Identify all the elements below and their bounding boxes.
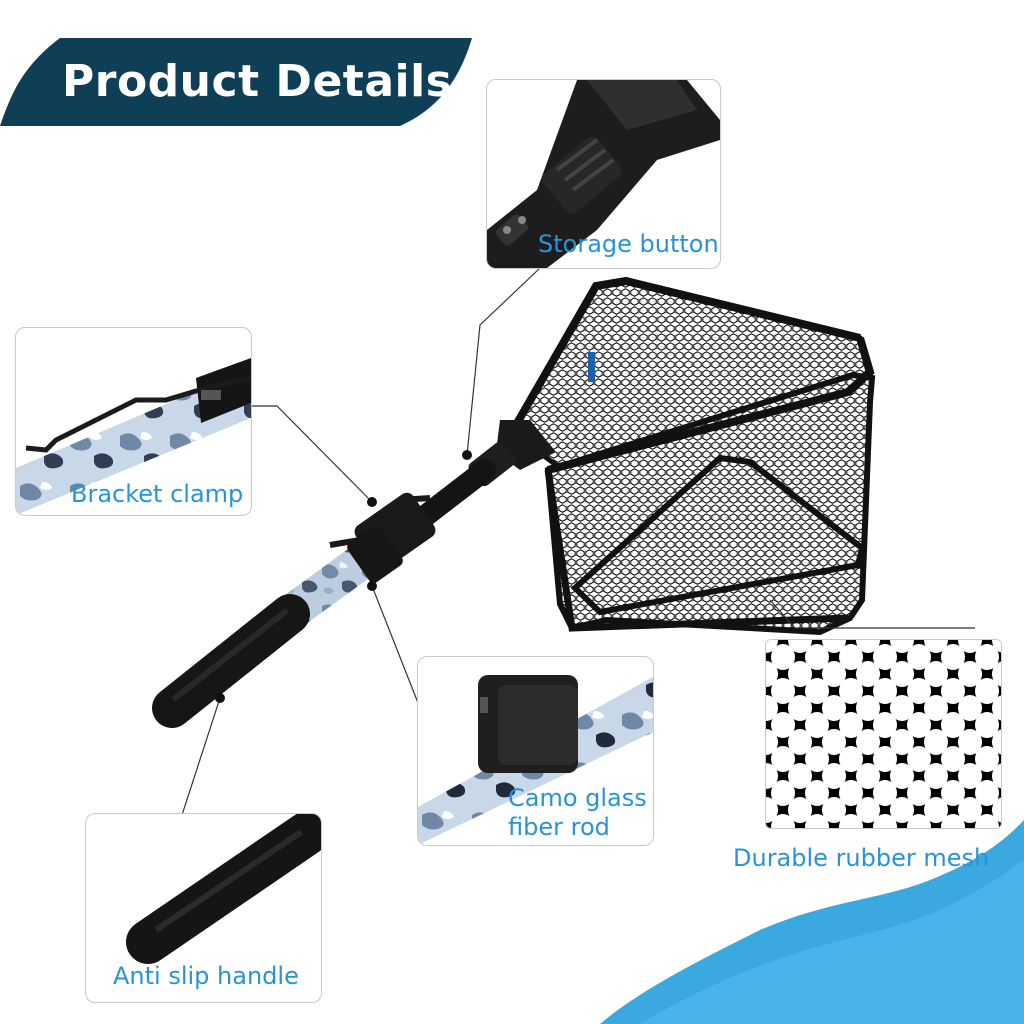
camo-rod-card: Camo glass fiber rod — [417, 656, 654, 846]
storage-button-label: Storage button — [538, 230, 719, 258]
rubber-mesh-card — [765, 639, 1002, 829]
anti-slip-handle-label: Anti slip handle — [113, 962, 299, 990]
storage-button-closeup — [487, 80, 720, 268]
title-banner — [0, 38, 472, 126]
camo-rod-label-line2: fiber rod — [508, 813, 610, 841]
page-title: Product Details — [62, 56, 453, 107]
bracket-clamp-card: Bracket clamp — [15, 327, 252, 516]
handle-closeup — [126, 814, 321, 964]
handle-card: Anti slip handle — [85, 813, 322, 1003]
camo-rod-closeup — [418, 675, 653, 845]
rubber-mesh-label: Durable rubber mesh — [733, 844, 990, 872]
rubber-mesh-closeup — [766, 640, 1001, 828]
bracket-clamp-label: Bracket clamp — [71, 480, 244, 508]
bracket-clamp-closeup — [16, 358, 251, 515]
storage-button-card: Storage button — [486, 79, 721, 269]
camo-rod-label-line1: Camo glass — [508, 784, 647, 812]
